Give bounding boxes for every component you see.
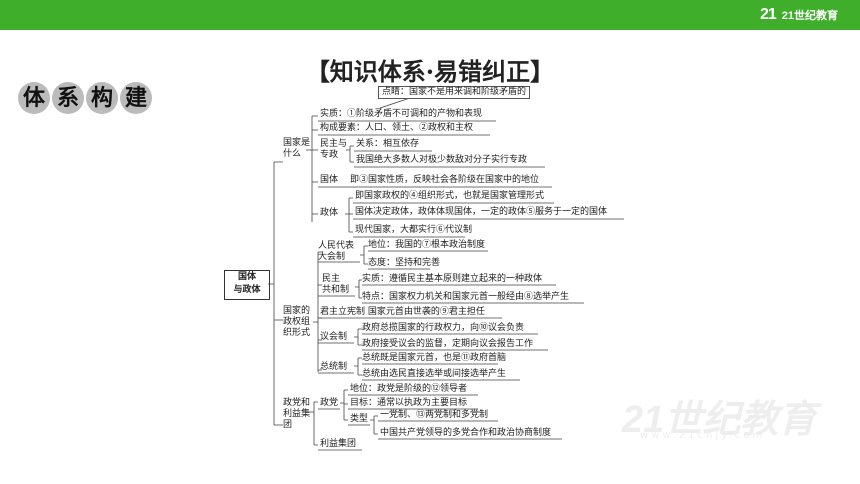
label-line: 民主与: [320, 139, 348, 149]
root-line-2: 与政体: [233, 285, 261, 295]
parliament-text-1: 政府总揽国家的行政权力，向⑩议会负责: [362, 323, 525, 333]
guoti-label: 国体: [320, 175, 339, 185]
label-line: 专政: [320, 150, 339, 160]
section-badge: 体 系 构 建: [18, 82, 152, 114]
democracy-text: 我国绝大多数人对极少数敌对分子实行专政: [356, 155, 528, 165]
root-line-1: 国体: [237, 272, 256, 282]
label-line: 国家的: [283, 306, 311, 316]
watermark-logo: 21世纪教育: [622, 399, 817, 441]
party-text-1: 地位：政党是阶级的⑫领导者: [350, 384, 468, 394]
mind-map-root: 国体 与政体: [224, 270, 270, 300]
democracy-relation: 关系：相互依存: [356, 139, 420, 149]
presidential-text-2: 总统由选民直接选举或间接选举产生: [362, 369, 507, 379]
state-elements: 构成要素：人口、领土、②政权和主权: [320, 123, 474, 133]
watermark-url: www.21cnjy.com: [640, 430, 766, 441]
npc-text-1: 地位：我国的⑦根本政治制度: [368, 240, 486, 250]
interest-group-label: 利益集团: [320, 439, 357, 449]
badge-char: 系: [52, 82, 84, 114]
label-line: 共和制: [322, 285, 350, 295]
note-box: 点睛：国家不是用来调和阶级矛盾的: [378, 86, 531, 99]
party-type-text-1: 一党制、⑬两党制和多党制: [380, 410, 489, 420]
label-line: 政党和: [283, 398, 311, 408]
npc-label: 人民代表 大会制: [318, 241, 354, 263]
branch-label-party: 政党和 利益集 团: [283, 398, 310, 431]
label-line: 织形式: [283, 328, 311, 338]
logo-text: 21世纪教育: [781, 10, 838, 22]
label-line: 大会制: [318, 252, 346, 262]
party-label: 政党: [320, 398, 339, 408]
label-line: 民主: [322, 274, 341, 284]
state-essence: 实质：①阶级矛盾不可调和的产物和表现: [320, 109, 483, 119]
label-line: 团: [283, 420, 293, 430]
page-title: 【知识体系·易错纠正】: [305, 57, 555, 86]
label-line: 什么: [283, 149, 302, 159]
party-type-text-2: 中国共产党领导的多党合作和政治协商制度: [380, 428, 552, 438]
label-line: 国家是: [283, 138, 311, 148]
democracy-label: 民主与 专政: [320, 139, 347, 161]
republic-text-2: 特点：国家权力机关和国家元首一般经由⑧选举产生: [362, 292, 570, 302]
presidential-text-1: 总统既是国家元首，也是⑪政府首脑: [362, 353, 507, 363]
npc-text-2: 态度：坚持和完善: [368, 258, 441, 268]
label-line: 政权组: [283, 317, 311, 327]
presidential-label: 总统制: [320, 362, 348, 372]
branch-label-regime: 国家的 政权组 织形式: [283, 306, 310, 339]
badge-char: 建: [120, 82, 152, 114]
logo-mark: 21: [759, 6, 777, 23]
parliament-label: 议会制: [320, 332, 348, 342]
label-line: 利益集: [283, 409, 311, 419]
party-type-label: 类型: [350, 414, 369, 424]
guoti-text: 即③国家性质，反映社会各阶级在国家中的地位: [350, 175, 540, 185]
label-line: 人民代表: [318, 241, 355, 251]
republic-text-1: 实质：遵循民主基本原则建立起来的一种政体: [362, 274, 543, 284]
party-text-2: 目标：通常以执政为主要目标: [350, 398, 468, 408]
site-logo: 21 21世纪教育: [760, 4, 838, 26]
republic-label: 民主 共和制: [322, 274, 349, 296]
branch-label-state: 国家是 什么: [283, 138, 310, 160]
monarchy-text: 君主立宪制 国家元首由世袭的⑨君主担任: [320, 307, 485, 317]
zhengti-text-1: 即国家政权的④组织形式，也就是国家管理形式: [355, 191, 545, 201]
parliament-text-2: 政府接受议会的监督，定期向议会报告工作: [362, 339, 534, 349]
zhengti-text-3: 现代国家，大都实行⑥代议制: [355, 225, 473, 235]
zhengti-text-2: 国体决定政体，政体体现国体，一定的政体⑤服务于一定的国体: [355, 207, 608, 217]
zhengti-label: 政体: [320, 208, 339, 218]
badge-char: 体: [18, 82, 50, 114]
top-banner: 21 21世纪教育: [0, 0, 860, 30]
badge-char: 构: [86, 82, 118, 114]
